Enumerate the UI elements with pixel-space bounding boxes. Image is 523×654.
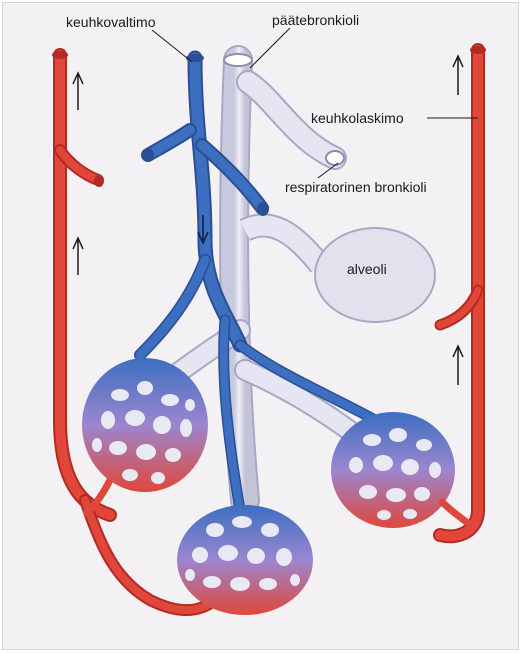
up-arrow-right-bottom xyxy=(453,346,463,385)
label-respiratory-bronchiole: respiratorinen bronkioli xyxy=(285,179,427,195)
up-arrow-left-bottom xyxy=(73,238,83,275)
capillary-sac-bottom xyxy=(177,505,313,615)
label-terminal-bronchiole: päätebronkioli xyxy=(272,12,359,28)
up-arrow-right-top xyxy=(453,56,463,95)
up-arrow-left-top xyxy=(73,73,83,110)
label-pulmonary-artery: keuhkovaltimo xyxy=(66,14,156,30)
label-pulmonary-vein: keuhkolaskimo xyxy=(311,110,404,126)
capillary-sac-right xyxy=(331,412,455,528)
respiratory-bronchiole-opening xyxy=(326,151,344,165)
label-alveolus: alveoli xyxy=(347,261,387,277)
capillary-sac-left xyxy=(82,358,208,492)
